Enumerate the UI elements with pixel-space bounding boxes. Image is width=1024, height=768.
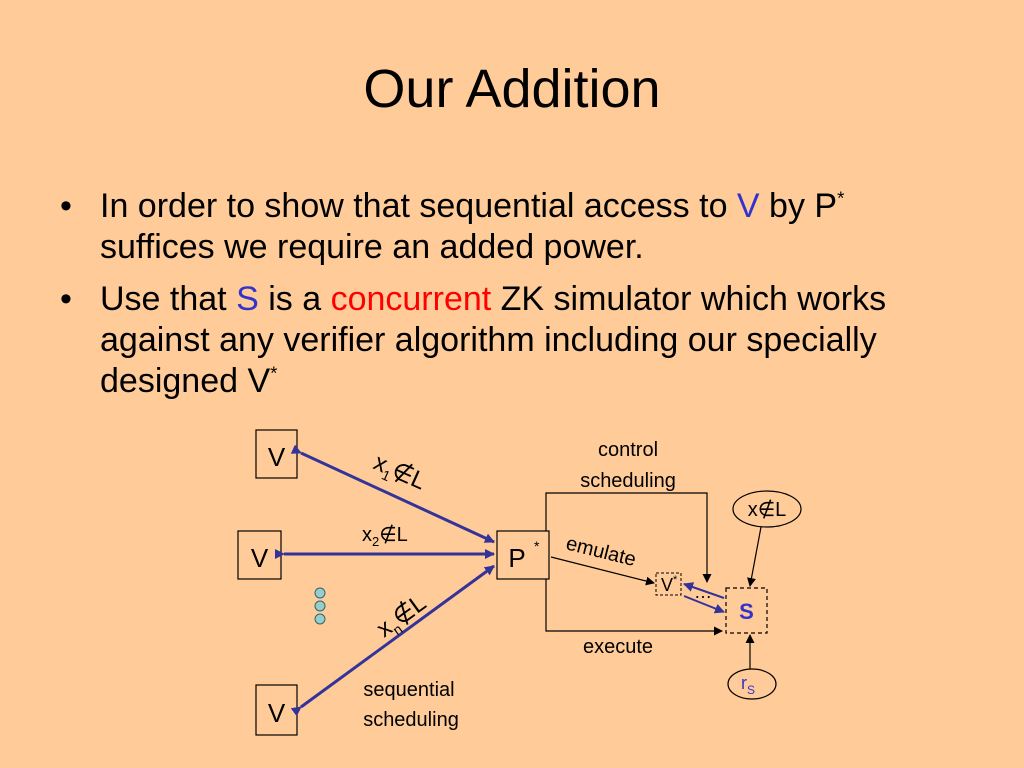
edge-label-x1: x1∉L <box>368 449 430 498</box>
vstar-superscript: * <box>673 574 678 586</box>
bullet-text: ZK simulator which works against any ver… <box>100 280 887 400</box>
svg-text:rS: rS <box>741 673 755 697</box>
vstar-ellipsis: … <box>694 582 712 602</box>
prover-label: P <box>508 543 525 573</box>
ellipsis-dots <box>314 587 326 625</box>
simulator-highlight: S <box>236 280 259 318</box>
concurrent-highlight: concurrent <box>330 280 492 318</box>
edge-v1-p <box>290 444 495 544</box>
prover-box: P * <box>496 530 550 580</box>
sequential-scheduling-label: scheduling <box>363 709 459 731</box>
edge-v3-p <box>290 564 495 717</box>
verifier-box-3: V <box>255 684 298 736</box>
svg-text:emulate: emulate <box>564 533 638 572</box>
s-to-vstar-arrow <box>683 582 725 599</box>
emulate-arrow <box>550 556 655 586</box>
svg-text:x2∉L: x2∉L <box>362 524 408 549</box>
vstar-to-s-arrow <box>683 595 725 614</box>
verifier-box-2: V <box>237 530 282 580</box>
superscript: * <box>270 362 278 384</box>
verifier-label: V <box>268 698 286 728</box>
randomness-node: rS <box>727 668 777 700</box>
emulate-label: emulate <box>564 533 638 572</box>
sequential-label: sequential <box>363 679 454 701</box>
verifier-label: V <box>268 442 286 472</box>
bullet-text: Use that <box>100 280 237 318</box>
edge-label-x2: x2∉L <box>362 524 408 549</box>
execute-label: execute <box>583 636 653 658</box>
bullet-text: In order to show that sequential access … <box>100 187 737 225</box>
randomness-subscript: S <box>747 683 755 697</box>
simulator-box: S <box>725 587 768 634</box>
prover-superscript: * <box>534 538 540 554</box>
bullet-item: In order to show that sequential access … <box>58 186 958 268</box>
svg-text:x1∉L: x1∉L <box>368 449 430 498</box>
superscript: * <box>837 187 845 209</box>
input-node: x∉L <box>732 490 802 528</box>
scheduling-label: scheduling <box>580 470 676 492</box>
input-label: x∉L <box>748 499 787 521</box>
input-arrow <box>747 526 762 587</box>
execute-path <box>545 579 723 636</box>
verifier-highlight: V <box>736 187 760 225</box>
simulator-label: S <box>739 599 754 624</box>
slide-title: Our Addition <box>363 59 661 119</box>
bullet-text: suffices we require an added power. <box>100 228 644 266</box>
bullet-text: by P <box>759 187 838 225</box>
verifier-box-1: V <box>255 429 298 479</box>
randomness-label: r <box>741 673 747 693</box>
control-scheduling-path <box>545 492 712 583</box>
bullet-text: is a <box>258 280 331 318</box>
vstar-label: V <box>661 575 673 595</box>
bullet-list: In order to show that sequential access … <box>58 186 958 413</box>
vstar-box: V * <box>655 572 682 596</box>
verifier-label: V <box>251 543 269 573</box>
bullet-item: Use that S is a concurrent ZK simulator … <box>58 279 958 402</box>
control-label: control <box>598 439 658 461</box>
